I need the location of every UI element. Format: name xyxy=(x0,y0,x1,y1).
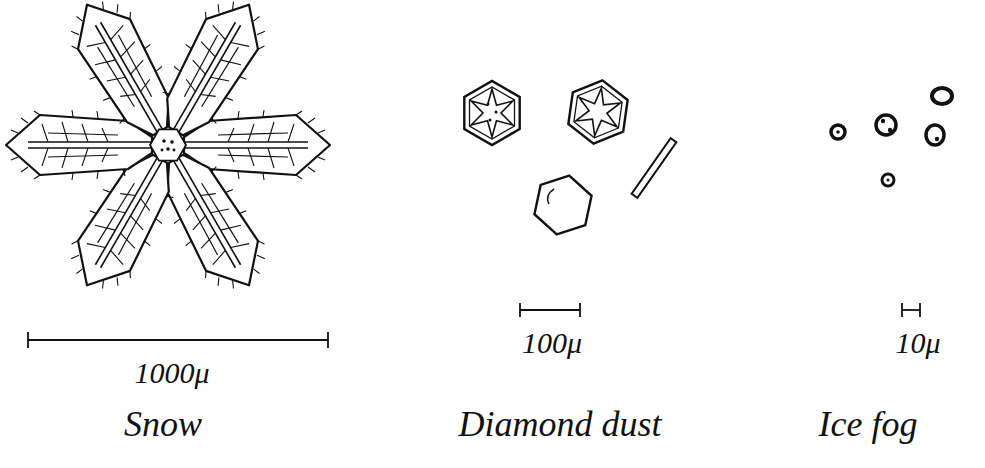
crystal-name: Snow xyxy=(124,405,202,445)
crystal-name: Ice fog xyxy=(819,405,918,445)
crystal-name: Diamond dust xyxy=(458,405,661,445)
scale-label: 100μ xyxy=(522,326,582,359)
scale-label: 10μ xyxy=(895,326,940,359)
scale-label: 1000μ xyxy=(134,356,209,389)
